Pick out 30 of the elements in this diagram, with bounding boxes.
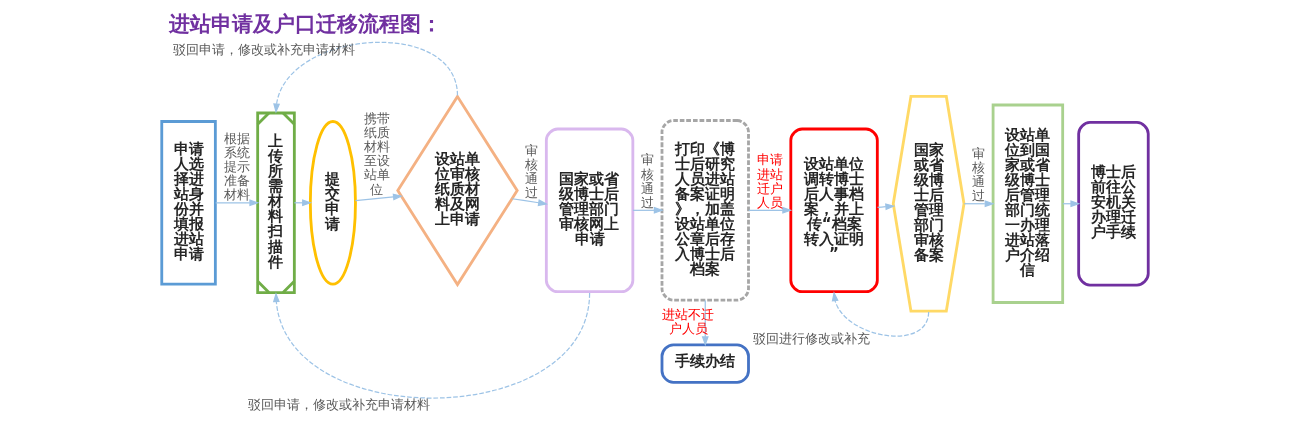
arrow <box>215 199 260 207</box>
edge-label: 申请进站迁户人员 <box>756 152 783 210</box>
arrow <box>831 291 930 337</box>
edge-label: 驳回进行修改或补充 <box>752 330 870 346</box>
edge-label: 审核通过 <box>972 145 986 204</box>
arrow <box>354 193 403 202</box>
arrow <box>876 203 896 211</box>
edge-label: 根据系统提示准备材料 <box>223 130 250 203</box>
arrow <box>963 200 995 208</box>
edge-label: 审核通过 <box>640 152 654 210</box>
arrow <box>272 292 591 399</box>
edge-label: 审核通过 <box>525 143 539 201</box>
node-box: 申请人选择进站身份并填报进站申请 <box>160 120 217 286</box>
node-ellipse: 提交申请 <box>308 120 357 286</box>
node-box: 博士后前往公安机关办理迁户手续 <box>1077 121 1150 287</box>
arrow <box>748 206 793 214</box>
node-diamond: 设站单位审核纸质材料及网上申请 <box>396 93 519 288</box>
node-box: 设站单位到国家或省级博士后管理部门统一办理进站落户介绍信 <box>991 103 1065 304</box>
edge-label: 携带纸质材料至设站单位 <box>363 111 390 197</box>
edge-label: 进站不迁户人员 <box>662 306 715 336</box>
node-box: 国家或省级博士后管理部门审核网上申请 <box>544 127 635 294</box>
arrow <box>273 41 459 114</box>
edge-label: 驳回申请，修改或补充申请材料 <box>248 396 431 412</box>
arrow <box>632 206 664 214</box>
node-box: 设站单位调转博士后人事档案，并上传“档案转入证明” <box>789 127 879 294</box>
node-box: 手续办结 <box>660 343 750 384</box>
diagram-title: 进站申请及户口迁移流程图： <box>169 12 443 37</box>
edge-label: 驳回申请，修改或补充申请材料 <box>172 42 355 58</box>
node-box: 打印《博士后研究人员进站备案证明》，加盖设站单位公章后存入博士后档案 <box>660 119 750 302</box>
arrow <box>511 198 548 207</box>
